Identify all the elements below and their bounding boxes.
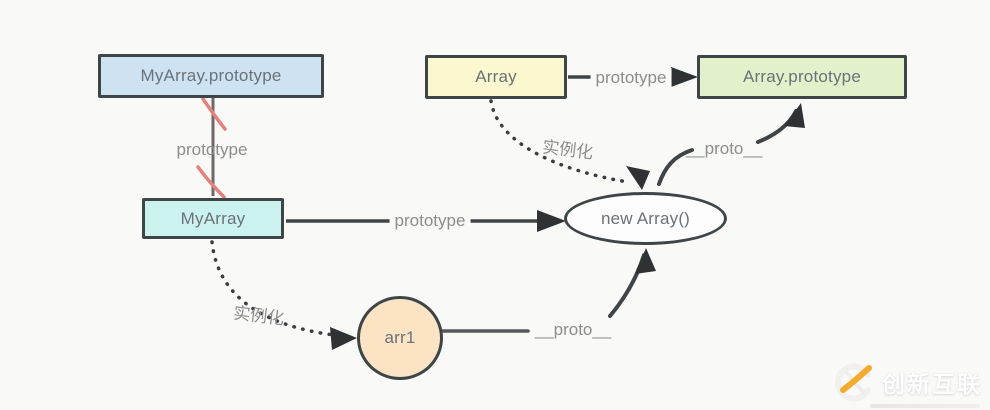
node-array: Array bbox=[425, 55, 567, 99]
edge-label-proto-new-array: __proto__ bbox=[685, 139, 763, 158]
watermark-subline bbox=[870, 404, 980, 408]
node-myarray: MyArray bbox=[142, 198, 284, 239]
node-new-array: new Array() bbox=[564, 192, 727, 245]
edge-label-prototype-broken: prototype bbox=[176, 140, 248, 159]
edge-proto-arr1-arrowhead bbox=[635, 248, 656, 274]
edge-proto-new-array-curve bbox=[756, 109, 798, 144]
node-array-label: Array bbox=[475, 67, 517, 86]
broken-cross-mark-bottom bbox=[196, 165, 226, 199]
node-myarray-label: MyArray bbox=[180, 208, 246, 228]
edge-proto-arr1-curve bbox=[608, 253, 646, 318]
edge-label-prototype-array: prototype bbox=[590, 68, 672, 88]
node-myarray-prototype: MyArray.prototype bbox=[98, 54, 324, 98]
edge-proto-new-array-arrowhead bbox=[784, 103, 805, 128]
node-array-prototype: Array.prototype bbox=[697, 55, 907, 99]
brand-logo-icon bbox=[835, 363, 872, 402]
node-new-array-label: new Array() bbox=[600, 208, 691, 228]
edge-label-instantiate-array: 实例化 bbox=[541, 137, 595, 163]
node-array-prototype-label: Array.prototype bbox=[743, 67, 861, 86]
edge-prototype-array-arrowhead bbox=[671, 67, 698, 87]
node-arr1: arr1 bbox=[357, 296, 443, 380]
watermark-text: 创新互联 bbox=[882, 371, 982, 397]
node-myarray-prototype-label: MyArray.prototype bbox=[140, 66, 282, 85]
edge-label-instantiate-myarray: 实例化 bbox=[232, 303, 286, 329]
edge-instantiate-myarray-arrowhead bbox=[330, 327, 357, 350]
node-arr1-label: arr1 bbox=[384, 328, 416, 347]
watermark: 创新互联 bbox=[835, 362, 982, 402]
broken-cross-mark-top bbox=[201, 97, 227, 131]
edge-label-proto-arr1: __proto__ bbox=[534, 320, 612, 339]
edge-label-prototype-myarray: prototype bbox=[389, 211, 471, 231]
edge-prototype-myarray-arrowhead bbox=[537, 210, 566, 232]
edge-instantiate-array-arrowhead bbox=[626, 166, 650, 190]
